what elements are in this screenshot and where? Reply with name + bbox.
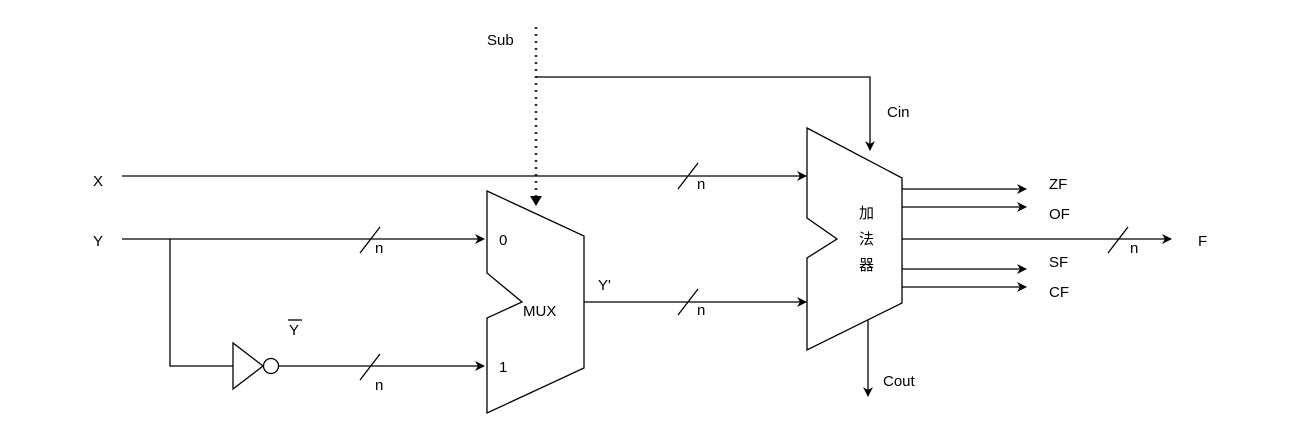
f-label: F — [1198, 233, 1207, 250]
x-bus-width: n — [697, 176, 705, 193]
yprime-label: Y' — [598, 277, 611, 294]
x-bus-slash — [677, 162, 699, 190]
sub-label: Sub — [487, 32, 514, 49]
mux-input0-label: 0 — [499, 232, 507, 249]
yprime-bus-width: n — [697, 302, 705, 319]
cf-label: CF — [1049, 284, 1069, 301]
adder-label-1: 加 — [859, 204, 874, 222]
y-bus-width: n — [375, 240, 383, 257]
adder-label-3: 器 — [859, 256, 874, 274]
mux-block — [486, 189, 585, 415]
cin-label: Cin — [887, 104, 910, 121]
x-label: X — [93, 173, 103, 190]
ybar-bus-width: n — [375, 377, 383, 394]
f-bus-width: n — [1130, 240, 1138, 257]
zf-label: ZF — [1049, 176, 1067, 193]
y-label: Y — [93, 233, 103, 250]
adder-block — [806, 126, 903, 352]
y-branch-wire — [169, 239, 233, 367]
ybar-bus-slash — [359, 353, 381, 381]
sf-label: SF — [1049, 254, 1068, 271]
mux-label: MUX — [523, 303, 556, 320]
ybar-label: Y — [289, 322, 299, 339]
y-bus-slash — [359, 226, 381, 254]
cout-label: Cout — [883, 373, 916, 390]
f-bus-slash — [1107, 226, 1129, 254]
inverter-gate — [232, 341, 265, 391]
adder-label-2: 法 — [859, 230, 874, 248]
of-label: OF — [1049, 206, 1070, 223]
sub-arrowhead — [530, 196, 542, 206]
cin-wire — [536, 76, 875, 151]
yprime-bus-slash — [677, 288, 699, 316]
inverter-bubble — [262, 357, 280, 375]
mux-input1-label: 1 — [499, 359, 507, 376]
